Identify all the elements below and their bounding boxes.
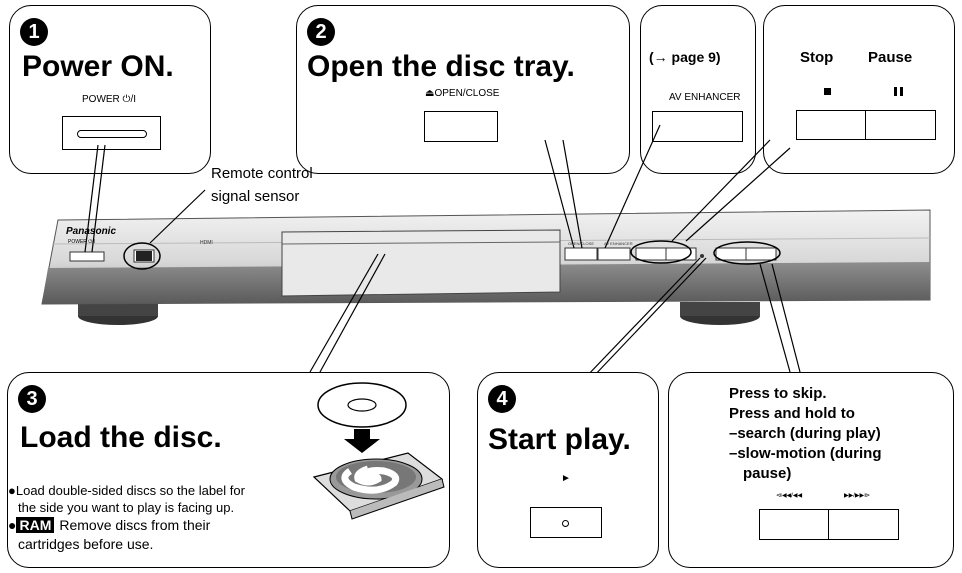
step4-panel: 4 Start play. ► <box>477 372 659 568</box>
step3-panel: 3 Load the disc. ●Load double-sided disc… <box>7 372 450 568</box>
remote-sensor <box>136 251 152 261</box>
step4-title: Start play. <box>488 423 631 456</box>
pause-icon <box>894 87 903 96</box>
ram-badge: RAM <box>16 517 55 533</box>
power-button[interactable] <box>62 116 161 150</box>
bullet1-line2: the side you want to play is facing up. <box>18 500 235 515</box>
skip-forward-icon: ▶▶/▶▶⧐ <box>844 493 871 499</box>
stop-button[interactable] <box>796 110 867 140</box>
step-number-badge: 4 <box>488 385 516 413</box>
step-number-badge: 1 <box>20 18 48 46</box>
step2-panel: 2 Open the disc tray. ⏏OPEN/CLOSE <box>296 5 630 174</box>
skip-back-icon: ⧏◀◀/◀◀ <box>776 493 803 499</box>
skip-panel: Press to skip. Press and hold to –search… <box>668 372 954 568</box>
av-enhancer-label: AV ENHANCER <box>669 92 741 103</box>
skip-line1: Press to skip. <box>729 385 827 402</box>
play-button-indicator <box>562 520 569 527</box>
av-enhancer-button[interactable] <box>652 111 743 142</box>
step-number-badge: 2 <box>307 18 335 46</box>
skip-forward-button[interactable] <box>828 509 899 540</box>
page-reference: (→ page 9) <box>649 49 721 65</box>
open-close-button[interactable] <box>424 111 498 142</box>
sensor-label-line1: Remote control <box>211 165 313 182</box>
bullet-icon: ● <box>8 483 16 498</box>
pause-button[interactable] <box>865 110 936 140</box>
bullet1-line1: ●Load double-sided discs so the label fo… <box>8 483 245 498</box>
skip-line3: –search (during play) <box>729 425 881 442</box>
skip-line4: –slow-motion (during <box>729 445 882 462</box>
arrow-down-icon <box>344 429 380 453</box>
play-button[interactable] <box>530 507 602 538</box>
stop-label: Stop <box>800 49 834 66</box>
bullet-icon: ● <box>8 517 17 533</box>
step1-panel: 1 Power ON. POWER ⏻/I <box>9 5 211 174</box>
svg-text:HDMI: HDMI <box>200 240 213 246</box>
skip-line2: Press and hold to <box>729 405 855 422</box>
svg-text:AV ENHANCER: AV ENHANCER <box>604 241 633 246</box>
power-label: POWER ⏻/I <box>82 94 137 105</box>
stop-pause-panel: Stop Pause <box>763 5 955 174</box>
skip-line5: pause) <box>743 465 792 482</box>
step2-title: Open the disc tray. <box>307 50 575 83</box>
sensor-label-line2: signal sensor <box>211 188 300 205</box>
bullet2-line2: cartridges before use. <box>18 536 154 552</box>
disc-loading-illustration <box>312 382 445 520</box>
skip-back-button[interactable] <box>759 509 830 540</box>
play-icon: ► <box>561 473 571 484</box>
av-enhancer-panel: (→ page 9) AV ENHANCER <box>640 5 756 174</box>
step-number-badge: 3 <box>18 385 46 413</box>
brand-logo: Panasonic <box>66 226 117 237</box>
pause-label: Pause <box>868 49 913 66</box>
open-close-label: ⏏OPEN/CLOSE <box>425 88 500 99</box>
step1-title: Power ON. <box>22 50 174 83</box>
player-power-label: POWER ⏻/I <box>68 239 96 245</box>
stop-icon <box>824 88 831 95</box>
step3-title: Load the disc. <box>20 421 222 454</box>
